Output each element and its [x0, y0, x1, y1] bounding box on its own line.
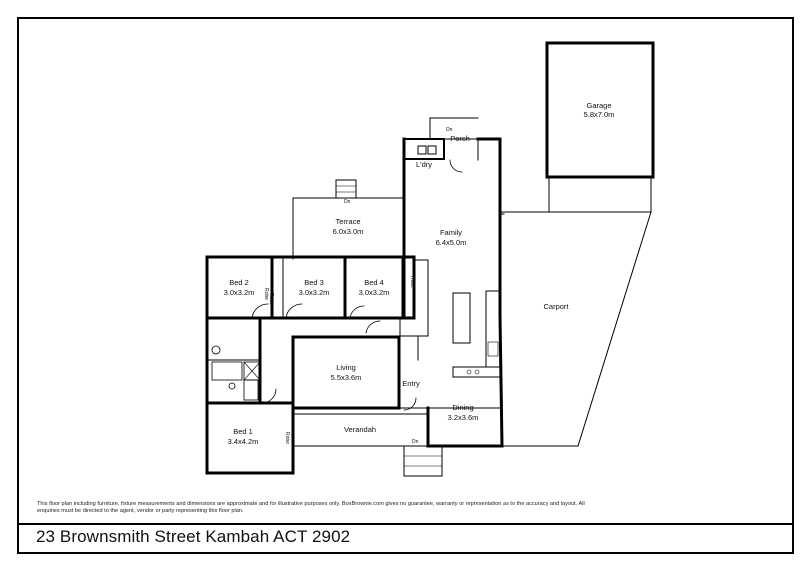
bed4-size: 3.0x3.2m — [359, 288, 390, 297]
bed4-robe-label: Robe — [409, 276, 415, 288]
bed1-robe-label: Robe — [284, 432, 290, 444]
garage-walls — [545, 41, 655, 179]
terrace-name: Terrace — [335, 217, 360, 226]
disclaimer-text: This floor plan including furniture, fix… — [37, 501, 585, 515]
family-name: Family — [440, 228, 462, 237]
entry-name: Entry — [402, 379, 420, 388]
carport-name: Carport — [543, 302, 569, 311]
bed1-size: 3.4x4.2m — [228, 437, 259, 446]
dining-size: 3.2x3.6m — [448, 413, 479, 422]
porch-name: Porch — [450, 134, 470, 143]
property-address: 23 Brownsmith Street Kambah ACT 2902 — [36, 527, 351, 546]
bed3-size: 3.0x3.2m — [299, 288, 330, 297]
bed2-size: 3.0x3.2m — [224, 288, 255, 297]
hall-robe-label: Robe — [268, 293, 274, 305]
garage-size: 5.8x7.0m — [584, 110, 615, 119]
bed4-name: Bed 4 — [364, 278, 384, 287]
garage-name: Garage — [586, 101, 611, 110]
porch-stairs-label: Dn — [446, 127, 453, 133]
living-name: Living — [336, 363, 356, 372]
verandah-name: Verandah — [344, 425, 376, 434]
bed2-robe-label: Robe — [263, 288, 269, 300]
bed3-name: Bed 3 — [304, 278, 324, 287]
laundry-name: L'dry — [416, 160, 432, 169]
terrace-size: 6.0x3.0m — [333, 227, 364, 236]
bed2-name: Bed 2 — [229, 278, 249, 287]
footer-divider — [19, 523, 793, 525]
terrace-stairs-label: Dn — [344, 199, 351, 205]
family-size: 6.4x5.0m — [436, 238, 467, 247]
bed1-name: Bed 1 — [233, 427, 253, 436]
living-size: 5.5x3.6m — [331, 373, 362, 382]
dining-name: Dining — [452, 403, 473, 412]
floor-plan-frame — [17, 17, 794, 554]
verandah-stairs-label: Dn — [412, 439, 419, 445]
carport-outline — [501, 211, 652, 447]
